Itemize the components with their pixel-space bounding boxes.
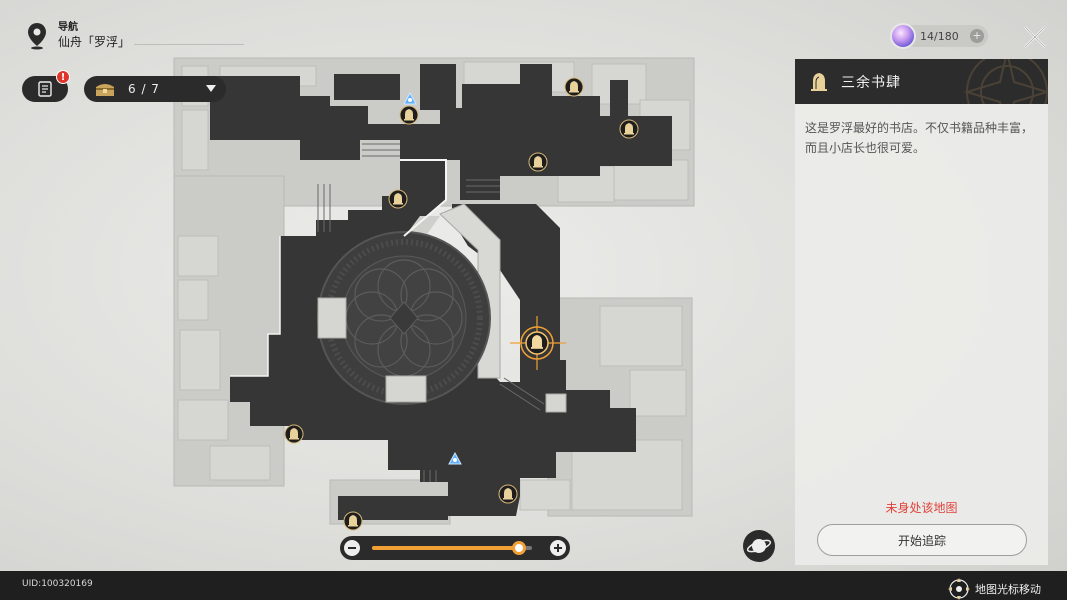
cursor-move-hint: 地图光标移动 (947, 577, 1041, 600)
emblem-icon (963, 59, 1048, 104)
location-title: 三余书肆 (841, 74, 901, 91)
start-tracking-button[interactable]: 开始追踪 (817, 524, 1027, 556)
zoom-slider (340, 536, 570, 560)
bell-shop-icon (811, 72, 827, 91)
user-id: UID:100320169 (22, 579, 93, 589)
nav-divider (134, 44, 244, 45)
shop-marker-5[interactable] (388, 189, 408, 209)
zoom-in-button[interactable] (550, 540, 566, 556)
region-name: 仙舟「罗浮」 (58, 35, 131, 49)
shop-marker-1[interactable] (399, 105, 419, 125)
add-power-button[interactable]: + (970, 29, 984, 43)
shop-marker-6[interactable] (284, 424, 304, 444)
zoom-fill (372, 546, 520, 550)
trailblaze-power: 14/180 + (890, 23, 988, 49)
trailblaze-power-value: 14/180 (920, 29, 959, 43)
chest-count: 6 / 7 (128, 82, 160, 96)
shop-marker-2[interactable] (564, 77, 584, 97)
footer-bar: UID:100320169 地图光标移动 (0, 571, 1067, 600)
location-detail-panel: 三余书肆 这是罗浮最好的书店。不仅书籍品种丰富，而且小店长也很可爱。 未身处该地… (795, 59, 1048, 565)
selected-shop-marker[interactable] (510, 316, 566, 370)
zoom-out-button[interactable] (344, 540, 360, 556)
teleport-marker-2[interactable] (448, 452, 462, 465)
teleport-marker-1[interactable] (403, 92, 417, 105)
nav-category: 导航 (58, 22, 78, 33)
world-switch-button[interactable] (743, 530, 775, 562)
joystick-icon (948, 578, 970, 600)
location-description: 这是罗浮最好的书店。不仅书籍品种丰富，而且小店长也很可爱。 (805, 121, 1034, 155)
not-in-map-status: 未身处该地图 (885, 501, 958, 515)
cursor-move-label: 地图光标移动 (975, 583, 1041, 596)
panel-header: 三余书肆 (795, 59, 1048, 104)
journal-icon (38, 81, 52, 97)
shop-marker-7[interactable] (498, 484, 518, 504)
treasure-chest-icon (96, 84, 114, 96)
close-icon[interactable] (1022, 24, 1048, 50)
trailblaze-power-icon (890, 23, 916, 49)
zoom-track[interactable] (372, 541, 532, 555)
shop-marker-4[interactable] (528, 152, 548, 172)
navigation-header: 导航 仙舟「罗浮」 (26, 22, 130, 50)
shop-marker-3[interactable] (619, 119, 639, 139)
chest-counter-dropdown[interactable]: 6 / 7 (84, 76, 226, 102)
shop-marker-8[interactable] (343, 511, 363, 531)
zoom-handle[interactable] (512, 541, 527, 555)
notification-badge: ! (56, 70, 70, 84)
chevron-down-icon (206, 85, 216, 92)
location-pin-icon (28, 23, 46, 50)
planet-icon (746, 539, 772, 553)
